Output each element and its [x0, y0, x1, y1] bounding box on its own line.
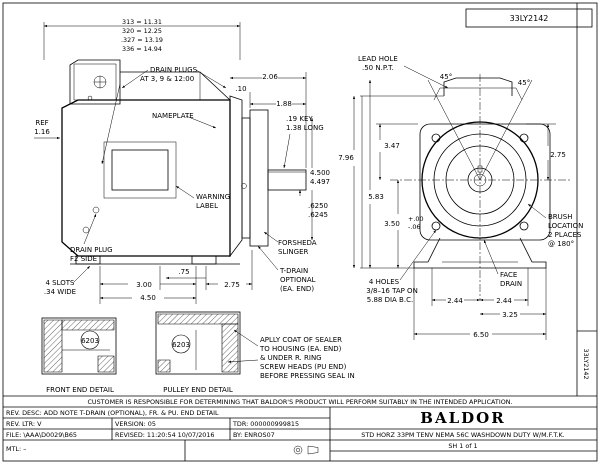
brush-location: LOCATION — [548, 222, 583, 230]
dim-75: .75 — [178, 268, 189, 276]
pulley-bearing: 6203 — [172, 341, 190, 349]
forsheda-label: FORSHEDA — [278, 239, 317, 247]
dim-188: 1.88 — [276, 100, 292, 108]
dim-206: 2.06 — [262, 73, 278, 81]
slots-width: .34 WIDE — [44, 288, 76, 296]
file-path: FILE: \AAA\D0029\B65 — [6, 431, 77, 439]
drawing-number: 33LY2142 — [510, 14, 549, 23]
angle-a: 45° — [440, 73, 452, 81]
rev-desc: REV. DESC: ADD NOTE T-DRAIN (OPTIONAL), … — [6, 409, 219, 417]
overall-dim-4: 336 = 14.94 — [122, 45, 162, 53]
holes-bc: 5.88 DIA B.C. — [367, 296, 413, 304]
dim-275: 2.75 — [224, 281, 240, 289]
dim-244-a: 2.44 — [447, 297, 463, 305]
version: VERSION: 05 — [115, 420, 156, 428]
drain-plug-f2: DRAIN PLUG — [70, 246, 113, 254]
ref-label: REF — [35, 119, 48, 127]
dim-796: 7.96 — [338, 154, 354, 162]
projection-symbol-icon — [293, 445, 319, 455]
dim-450: 4.50 — [140, 294, 156, 302]
product-description: STD HORZ 33PM TENV NEMA 56C WASHDOWN DUT… — [361, 431, 564, 439]
material: MTL: – — [6, 445, 26, 453]
dim-350: 3.50 — [384, 220, 400, 228]
face-drain-label: FACE — [500, 271, 517, 279]
lead-hole-size: .50 N.P.T. — [362, 64, 394, 72]
front-bearing: 6203 — [81, 337, 99, 345]
ref-value: 1.16 — [34, 128, 50, 136]
side-view: 313 = 11.31 320 = 12.25 .327 = 13.19 336… — [34, 18, 330, 304]
dim-325: 3.25 — [502, 311, 518, 319]
drawn-by: BY: ENROS07 — [233, 431, 275, 439]
warning-label-2: LABEL — [196, 202, 218, 210]
t-drain-label: T-DRAIN — [279, 267, 308, 275]
sealer-line-2: TO HOUSING (EA. END) — [259, 345, 342, 353]
sealer-note: APLLY COAT OF SEALER TO HOUSING (EA. END… — [259, 336, 355, 380]
revised: REVISED: 11:20:54 10/07/2016 — [115, 431, 215, 439]
sealer-line-4: SCREW HEADS (PU END) — [260, 363, 347, 371]
c-face-flange — [419, 123, 551, 241]
key-label: .19 KEY — [286, 115, 313, 123]
nameplate-outline — [111, 149, 169, 191]
pulley-end-detail: 6203 PULLEY END DETAIL — [155, 311, 259, 394]
warning-label: WARNING — [196, 193, 230, 201]
dim-583: 5.83 — [368, 193, 384, 201]
title-block: CUSTOMER IS RESPONSIBLE FOR DETERMINING … — [3, 395, 597, 461]
shaft-dia-1: 4.500 — [310, 169, 330, 177]
front-end-detail: 6203 FRONT END DETAIL — [41, 317, 117, 394]
sealer-line-1: APLLY COAT OF SEALER — [260, 336, 342, 344]
drain-plugs-label-2: AT 3, 9 & 12:00 — [140, 75, 194, 83]
dim-10: .10 — [235, 85, 246, 93]
key-length: 1.38 LONG — [286, 124, 324, 132]
dim-275-end: 2.75 — [550, 151, 566, 159]
end-conduit-box — [443, 77, 513, 96]
drain-plug-f2-side: F2 SIDE — [70, 255, 97, 263]
base-feet — [413, 237, 547, 269]
drawing-number-box — [465, 8, 593, 28]
sealer-line-5: BEFORE PRESSING SEAL IN — [260, 372, 355, 380]
shaft — [267, 169, 307, 191]
nameplate-label: NAMEPLATE — [152, 112, 194, 120]
overall-dim-1: 313 = 11.31 — [122, 18, 162, 26]
t-drain-each-end: (EA. END) — [280, 285, 314, 293]
shaft-dia-2: 4.497 — [310, 178, 330, 186]
drain-plugs-label: DRAIN PLUGS — [150, 66, 198, 74]
slots-label: 4 SLOTS — [45, 279, 75, 287]
forsheda-label-2: SLINGER — [278, 248, 308, 256]
end-view: 45° 45° LEAD HOLE .50 N.P.T. 7.96 3.47 5… — [338, 55, 583, 340]
shaft-dia2-1: .6250 — [308, 202, 328, 210]
tdr: TDR: 000000999815 — [232, 420, 299, 428]
shaft-dia2-2: .6245 — [308, 211, 328, 219]
t-drain-optional: OPTIONAL — [280, 276, 316, 284]
front-detail-label: FRONT END DETAIL — [46, 386, 114, 394]
dim-350-tol-minus: -.06 — [408, 223, 420, 231]
overall-dim-3: .327 = 13.19 — [121, 36, 163, 44]
lead-hole-label: LEAD HOLE — [358, 55, 398, 63]
c-face — [241, 117, 251, 239]
dim-650: 6.50 — [473, 331, 489, 339]
brush-label: BRUSH — [548, 213, 573, 221]
conduit-box — [69, 59, 121, 105]
dim-300: 3.00 — [136, 281, 152, 289]
rev-ltr: REV. LTR: V — [6, 420, 42, 428]
angle-b: 45° — [518, 79, 530, 87]
face-drain-label-2: DRAIN — [500, 280, 522, 288]
sheet-number: SH 1 of 1 — [448, 442, 477, 450]
brand-logo: BALDOR — [420, 409, 505, 427]
pulley-detail-label: PULLEY END DETAIL — [163, 386, 233, 394]
holes-tap: 3/8–16 TAP ON — [366, 287, 418, 295]
customer-note: CUSTOMER IS RESPONSIBLE FOR DETERMINING … — [87, 398, 512, 406]
holes-label: 4 HOLES — [369, 278, 400, 286]
brush-places: 2 PLACES — [548, 231, 582, 239]
brush-angle: @ 180° — [548, 240, 574, 248]
overall-dim-2: 320 = 12.25 — [122, 27, 162, 35]
side-drawing-number: 33LY2142 — [582, 348, 590, 379]
sealer-line-3: & UNDER R. RING — [260, 354, 322, 362]
dim-244-b: 2.44 — [496, 297, 512, 305]
dim-350-tol-plus: +.00 — [408, 215, 424, 223]
dim-347: 3.47 — [384, 142, 400, 150]
